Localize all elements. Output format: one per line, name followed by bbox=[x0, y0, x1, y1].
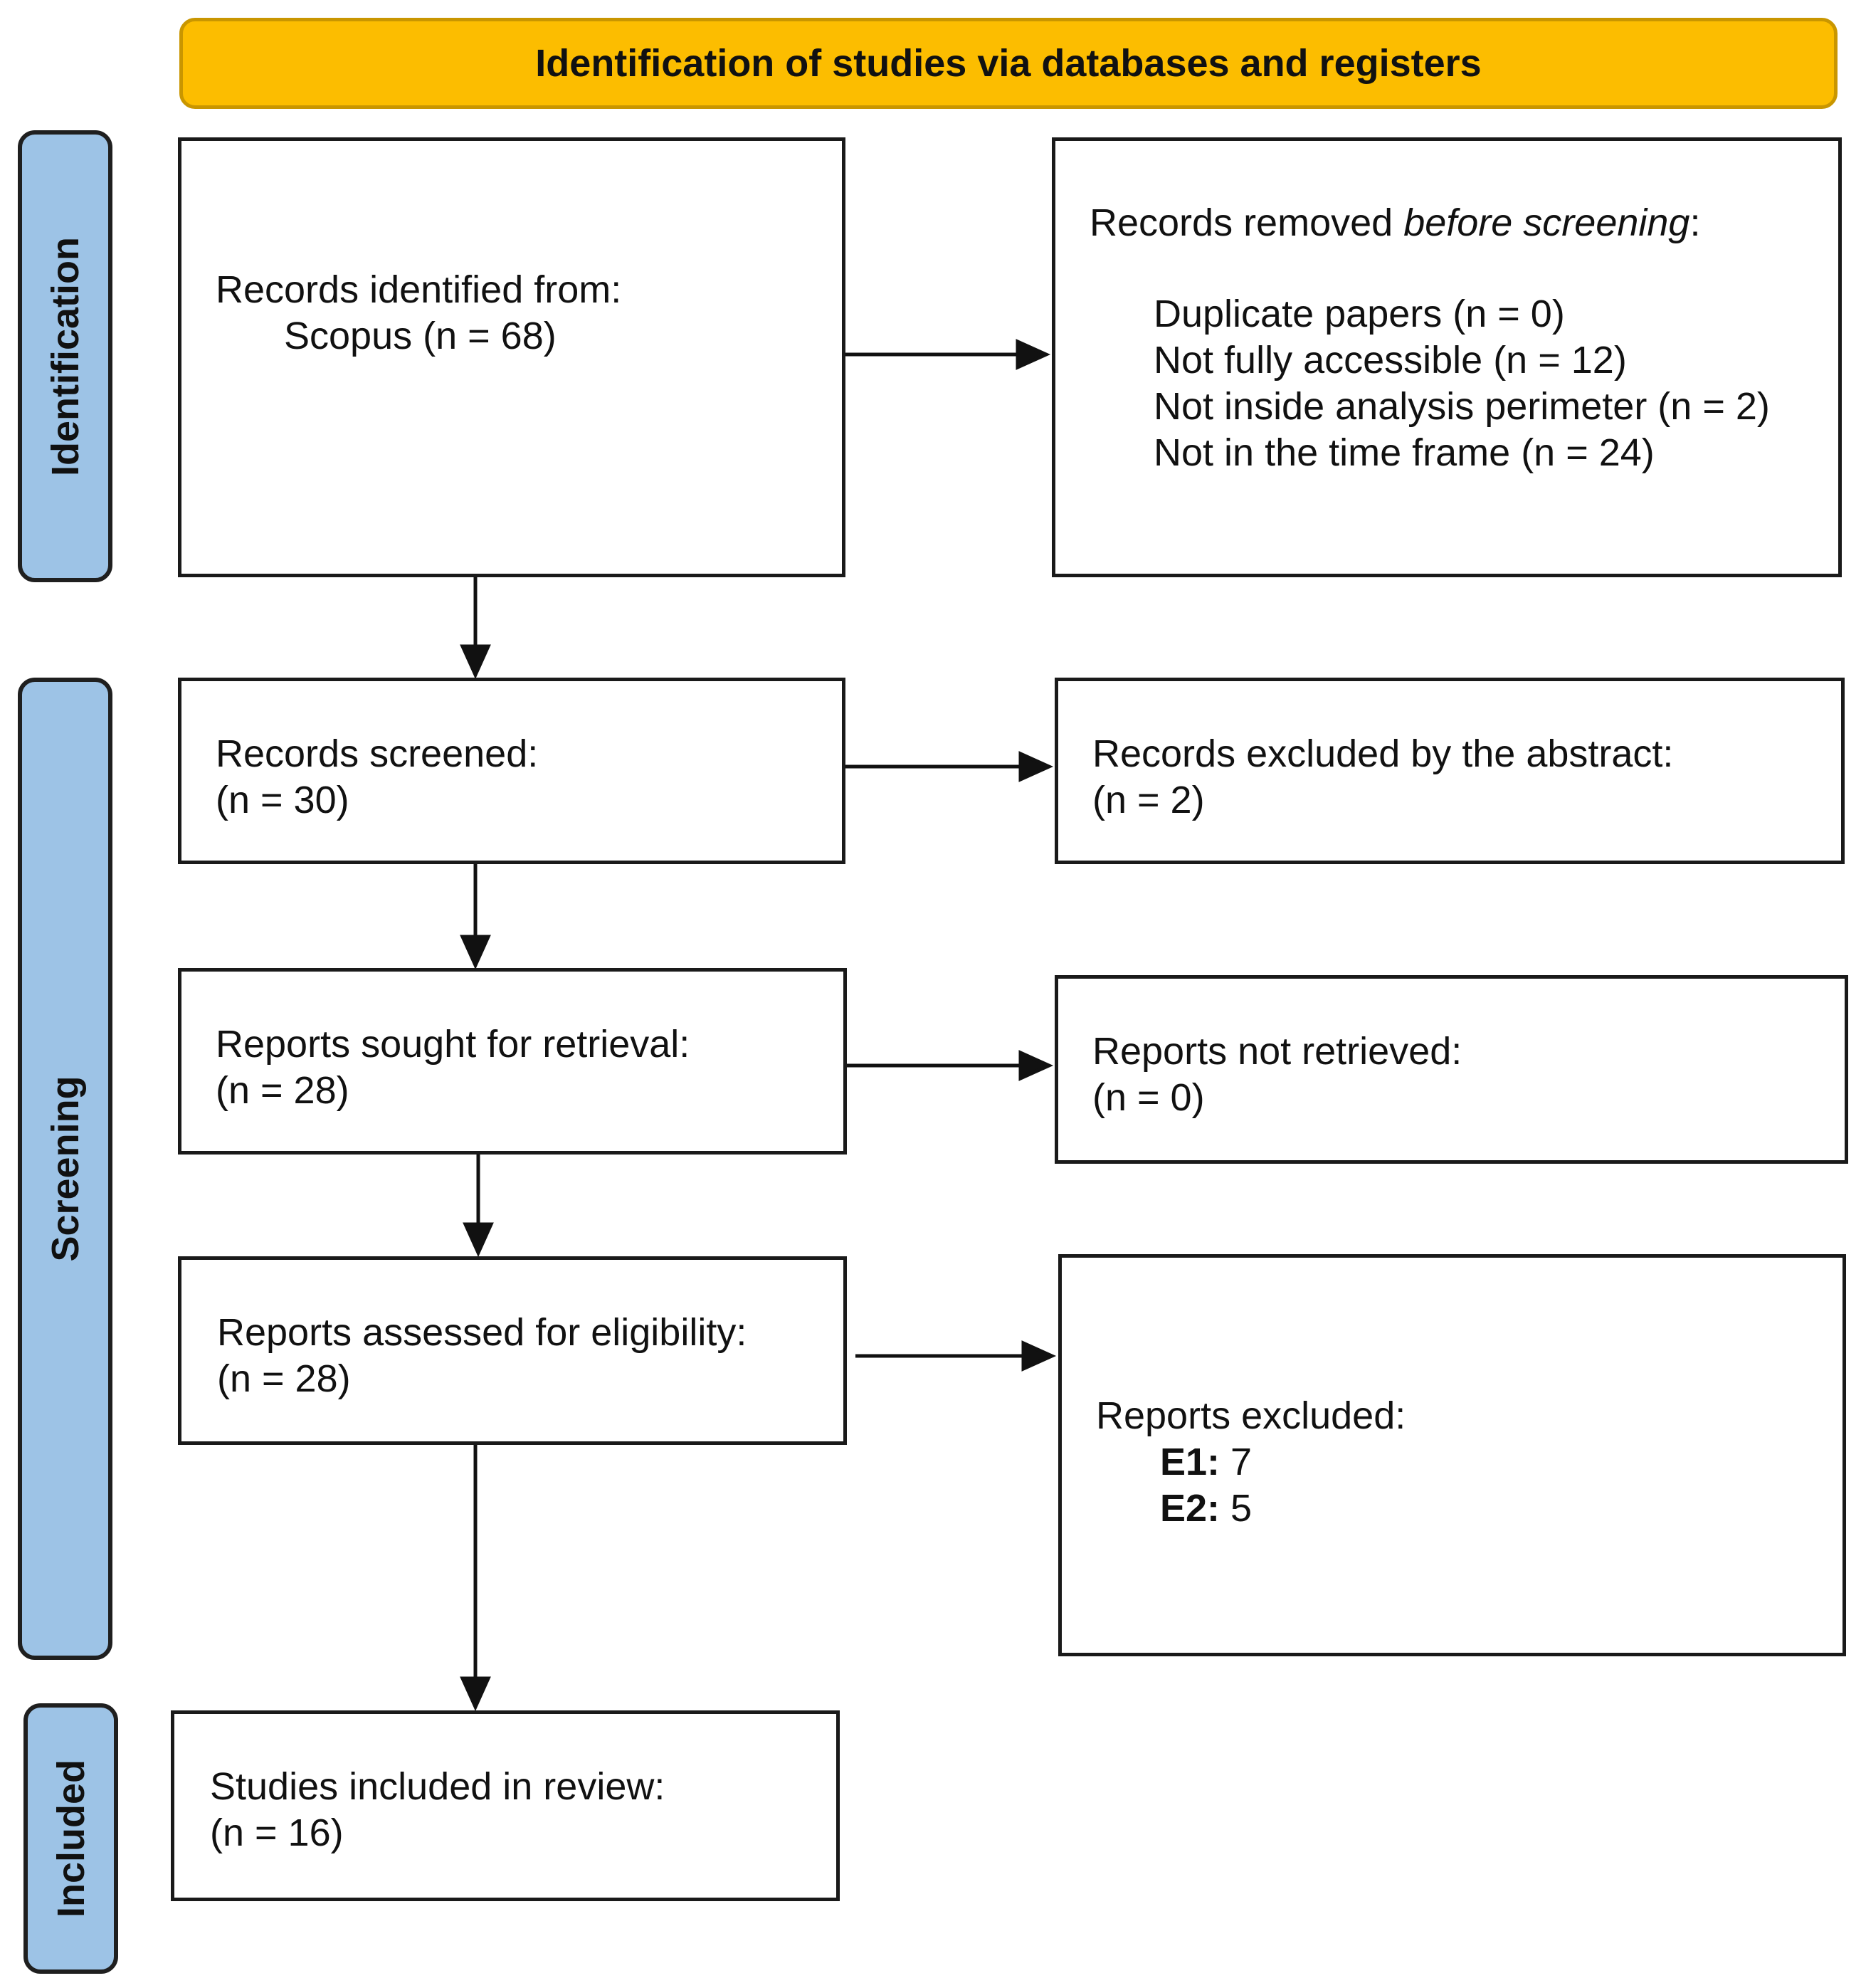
studies-included-title: Studies included in review: bbox=[210, 1765, 665, 1808]
arrowhead-identified-to-removed bbox=[1016, 339, 1051, 370]
records-removed-item: Not inside analysis perimeter (n = 2) bbox=[1154, 385, 1770, 428]
header-title: Identification of studies via databases … bbox=[535, 42, 1482, 85]
records-removed-item: Not fully accessible (n = 12) bbox=[1154, 339, 1627, 382]
records-screened-count: (n = 30) bbox=[216, 779, 349, 821]
records-identified-source: Scopus (n = 68) bbox=[284, 315, 557, 357]
studies-included-box: Studies included in review: (n = 16) bbox=[171, 1710, 840, 1901]
reports-excluded-code: E1: bbox=[1160, 1441, 1221, 1483]
records-excluded-box: Records excluded by the abstract: (n = 2… bbox=[1055, 678, 1845, 864]
arrowhead-sought-to-not-retrieved bbox=[1018, 1050, 1054, 1081]
reports-sought-box: Reports sought for retrieval: (n = 28) bbox=[178, 968, 847, 1155]
records-screened-title: Records screened: bbox=[216, 732, 539, 775]
records-identified-box: Records identified from: Scopus (n = 68) bbox=[178, 137, 845, 577]
arrowhead-assessed-to-included bbox=[460, 1676, 491, 1712]
reports-not-retrieved-count: (n = 0) bbox=[1092, 1076, 1205, 1119]
records-removed-title-emphasis: before screening bbox=[1403, 201, 1690, 244]
records-identified-title: Records identified from: bbox=[216, 268, 622, 311]
arrowhead-screened-to-sought bbox=[460, 935, 491, 970]
reports-excluded-item: E1: 7 bbox=[1096, 1439, 1842, 1485]
records-removed-item: Duplicate papers (n = 0) bbox=[1154, 293, 1565, 335]
reports-excluded-item: E2: 5 bbox=[1096, 1485, 1842, 1532]
records-excluded-title: Records excluded by the abstract: bbox=[1092, 732, 1674, 775]
reports-excluded-value: 7 bbox=[1220, 1441, 1253, 1483]
stage-screening: Screening bbox=[18, 678, 112, 1660]
arrowhead-sought-to-assessed bbox=[463, 1222, 494, 1258]
header-bar: Identification of studies via databases … bbox=[179, 18, 1838, 109]
reports-excluded-title: Reports excluded: bbox=[1096, 1394, 1406, 1437]
stage-identification: Identification bbox=[18, 130, 112, 582]
records-excluded-count: (n = 2) bbox=[1092, 779, 1205, 821]
reports-assessed-count: (n = 28) bbox=[217, 1357, 351, 1400]
records-removed-title-prefix: Records removed bbox=[1090, 201, 1404, 244]
reports-sought-count: (n = 28) bbox=[216, 1069, 349, 1112]
arrowhead-screened-to-excluded bbox=[1018, 751, 1054, 782]
records-removed-box: Records removed before screening: Duplic… bbox=[1052, 137, 1842, 577]
records-removed-title: Records removed before screening: bbox=[1090, 200, 1838, 246]
reports-excluded-value: 5 bbox=[1220, 1487, 1253, 1530]
stage-included: Included bbox=[23, 1703, 118, 1974]
records-removed-item: Not in the time frame (n = 24) bbox=[1154, 431, 1655, 474]
reports-excluded-box: Reports excluded: E1: 7 E2: 5 bbox=[1058, 1254, 1846, 1656]
reports-excluded-code: E2: bbox=[1160, 1487, 1221, 1530]
reports-not-retrieved-box: Reports not retrieved: (n = 0) bbox=[1055, 975, 1848, 1164]
studies-included-count: (n = 16) bbox=[210, 1811, 344, 1854]
reports-assessed-title: Reports assessed for eligibility: bbox=[217, 1311, 747, 1354]
records-removed-title-suffix: : bbox=[1689, 201, 1701, 244]
arrowhead-identified-to-screened bbox=[460, 644, 491, 680]
reports-sought-title: Reports sought for retrieval: bbox=[216, 1023, 690, 1066]
reports-not-retrieved-title: Reports not retrieved: bbox=[1092, 1030, 1462, 1073]
records-screened-box: Records screened: (n = 30) bbox=[178, 678, 845, 864]
reports-assessed-box: Reports assessed for eligibility: (n = 2… bbox=[178, 1256, 847, 1445]
arrowhead-assessed-to-excluded bbox=[1021, 1340, 1057, 1372]
